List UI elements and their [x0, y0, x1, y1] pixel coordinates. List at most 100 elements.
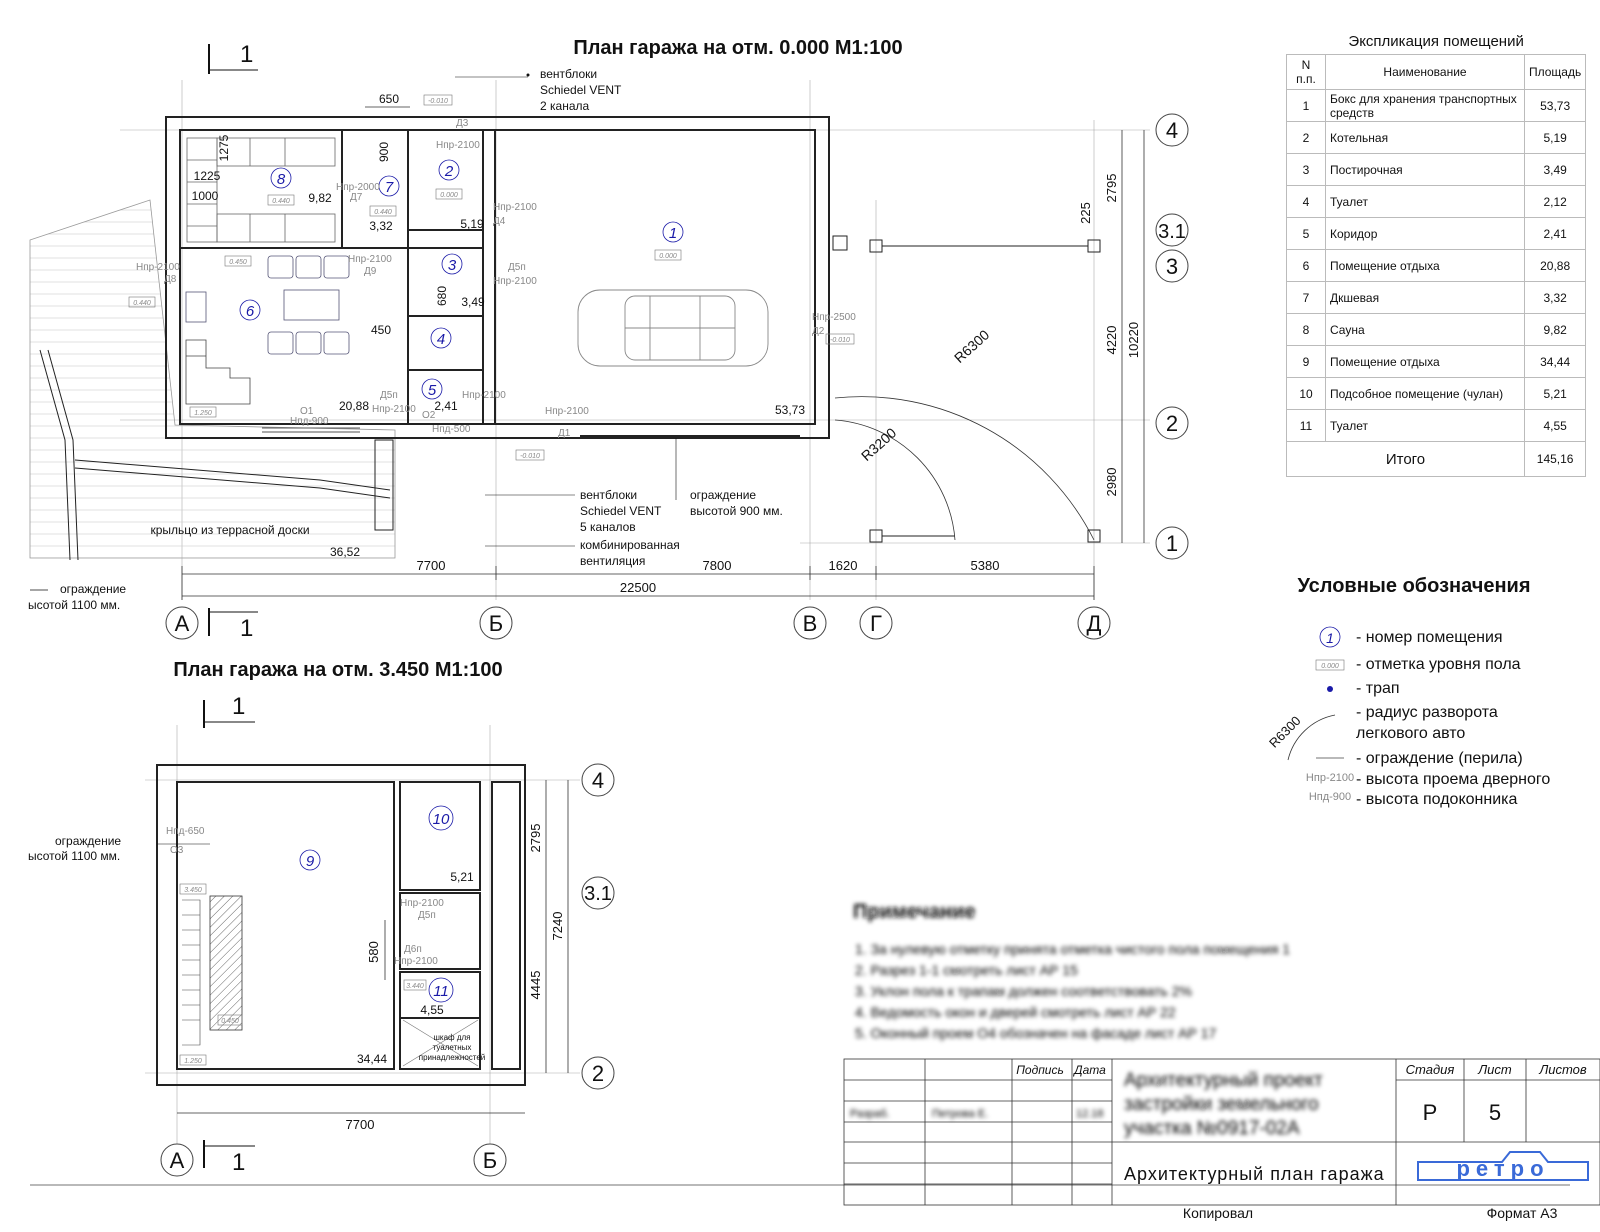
radius-small-label: R3200	[858, 424, 900, 464]
notes-block: Примечание 1. За нулевую отметку принята…	[853, 901, 1290, 1041]
cell-num: 7	[1286, 281, 1326, 314]
sauna-benches	[186, 137, 336, 243]
svg-text:10220: 10220	[1126, 322, 1141, 358]
vent-note-5: вентблоки Schiedel VENT 5 каналов	[485, 488, 662, 534]
cell-area: 2,41	[1523, 217, 1587, 250]
cell-area: 2,12	[1523, 185, 1587, 218]
svg-text:Д: Д	[1087, 611, 1102, 636]
svg-text:580: 580	[366, 941, 381, 963]
svg-text:7700: 7700	[346, 1117, 375, 1132]
plan2-cabinet-note: шкаф для туалетных принадлежностей	[419, 1033, 486, 1062]
svg-text:1: 1	[1326, 630, 1334, 646]
svg-text:Нпр-2100: Нпр-2100	[136, 262, 180, 273]
svg-text:1. За нулевую отметку принята: 1. За нулевую отметку принята отметка чи…	[855, 941, 1290, 957]
svg-text:вентблоки: вентблоки	[580, 488, 637, 502]
svg-text:- трап: - трап	[1356, 680, 1400, 697]
plan2-level-marks: 3.450 3.440 0.450 1.250	[179, 883, 427, 1066]
svg-text:34,44: 34,44	[357, 1052, 387, 1066]
porch-area: 36,52	[330, 545, 360, 559]
svg-text:О3: О3	[170, 845, 184, 856]
svg-text:1225: 1225	[194, 169, 221, 183]
svg-text:2795: 2795	[1104, 174, 1119, 203]
plan2-dims: 2795 7240 4445 580 7700	[177, 780, 569, 1132]
svg-text:3: 3	[1166, 254, 1178, 279]
cell-num: 10	[1286, 377, 1326, 410]
cell-area: 3,32	[1523, 281, 1587, 314]
svg-text:О1: О1	[300, 406, 314, 417]
svg-text:Нпд-500: Нпд-500	[432, 424, 471, 435]
svg-text:1: 1	[232, 693, 245, 720]
stair-plan2	[182, 895, 243, 1046]
svg-text:R6300: R6300	[1266, 713, 1304, 751]
svg-text:7: 7	[385, 179, 394, 196]
cell-num: 2	[1286, 121, 1326, 154]
cell-area: 20,88	[1523, 249, 1587, 282]
porch-label: крыльцо из террасной доски	[150, 523, 309, 537]
cell-num: 6	[1286, 249, 1326, 282]
svg-text:6: 6	[246, 303, 255, 320]
svg-text:Schiedel VENT: Schiedel VENT	[580, 504, 662, 518]
plan2-axis-bubbles: А Б 4 3.1 2	[160, 763, 615, 1177]
cell-area: 34,44	[1523, 345, 1587, 378]
svg-text:Примечание: Примечание	[853, 901, 976, 923]
plan1-level-marks: 0.000 0.000 -0.010 -0.010 -0.010 0.440 0…	[128, 94, 855, 461]
total-label: Итого	[1286, 441, 1525, 477]
svg-text:Формат А3: Формат А3	[1487, 1205, 1558, 1221]
svg-text:5. Оконный проем О4 обозначен: 5. Оконный проем О4 обозначен на фасаде …	[855, 1025, 1217, 1041]
cell-name: Постирочная	[1325, 153, 1525, 186]
legend-title: Условные обозначения	[1297, 575, 1530, 597]
svg-text:7800: 7800	[703, 558, 732, 573]
svg-text:2. Разрез 1-1 смотреть лист А: 2. Разрез 1-1 смотреть лист АР 15	[855, 962, 1078, 978]
svg-text:2 канала: 2 канала	[540, 99, 589, 113]
svg-text:Нпр-2100: Нпр-2100	[348, 254, 392, 265]
cell-num: 1	[1286, 89, 1326, 122]
fence900-note: ограждение высотой 900 мм.	[675, 438, 783, 518]
svg-text:650: 650	[379, 92, 399, 106]
svg-text:4,55: 4,55	[420, 1003, 444, 1017]
cell-num: 9	[1286, 345, 1326, 378]
svg-text:22500: 22500	[620, 580, 656, 595]
plan1-title: План гаража на отм. 0.000 М1:100	[573, 37, 902, 59]
total-value: 145,16	[1523, 441, 1587, 477]
svg-text:Д3: Д3	[456, 118, 469, 129]
fence-note-left: ограждение ысотой 1100 мм.	[28, 582, 126, 612]
svg-text:ретро: ретро	[1456, 1156, 1549, 1181]
cell-area: 4,55	[1523, 409, 1587, 442]
cell-area: 5,19	[1523, 121, 1587, 154]
cell-name: Котельная	[1325, 121, 1525, 154]
cell-area: 5,21	[1523, 377, 1587, 410]
cell-name: Туалет	[1325, 185, 1525, 218]
svg-text:- отметка уровня пола: - отметка уровня пола	[1356, 656, 1521, 673]
svg-text:Д6п: Д6п	[404, 944, 422, 955]
svg-text:4. Ведомость окон и дверей см: 4. Ведомость окон и дверей смотреть лист…	[855, 1004, 1176, 1020]
porch-railing	[39, 349, 394, 561]
svg-text:0.440: 0.440	[133, 300, 151, 307]
svg-text:-0.010: -0.010	[830, 337, 850, 344]
svg-text:680: 680	[435, 286, 449, 306]
vent-note-2: вентблоки Schiedel VENT 2 канала	[455, 67, 622, 113]
svg-text:5,21: 5,21	[450, 870, 474, 884]
cell-name: Помещение отдыха	[1325, 249, 1525, 282]
stair-plan1	[185, 339, 251, 405]
svg-text:5: 5	[428, 382, 437, 399]
svg-text:1000: 1000	[192, 189, 219, 203]
svg-text:9,82: 9,82	[308, 191, 332, 205]
plan2-section-mark-top: 1	[203, 693, 255, 728]
svg-text:1: 1	[1166, 531, 1178, 556]
svg-text:- высота подоконника: - высота подоконника	[1356, 791, 1517, 808]
svg-text:0.450: 0.450	[221, 1018, 239, 1025]
svg-text:1: 1	[240, 615, 253, 642]
svg-text:12.18: 12.18	[1076, 1108, 1104, 1120]
svg-text:5 каналов: 5 каналов	[580, 520, 636, 534]
svg-text:4: 4	[1166, 118, 1178, 143]
plan1-room-areas: 53,73 5,19 3,49 2,41 20,88 3,32 9,82	[308, 191, 805, 417]
svg-text:легкового авто: легкового авто	[1356, 725, 1465, 742]
svg-text:3: 3	[448, 257, 457, 274]
